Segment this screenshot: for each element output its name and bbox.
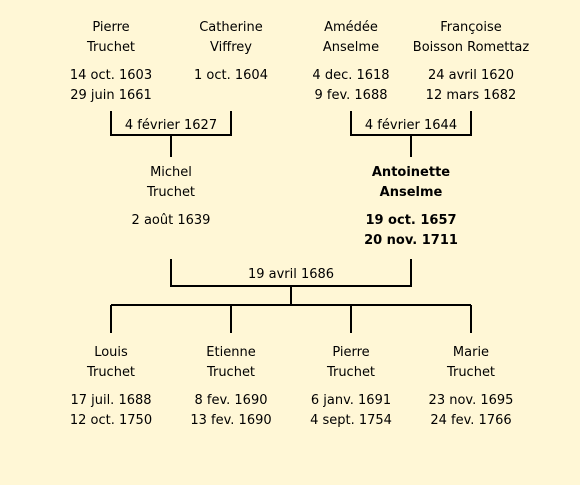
marriage-date-truchet-anselme: 19 avril 1686	[247, 267, 335, 282]
person-death-date: 13 fev. 1690	[190, 413, 272, 428]
person-death-date: 9 fev. 1688	[314, 88, 388, 103]
person-birth-date: 2 août 1639	[131, 213, 211, 228]
person-last-name: Truchet	[146, 185, 196, 200]
person-last-name: Anselme	[322, 40, 380, 55]
person-birth-date: 6 janv. 1691	[310, 393, 392, 408]
person-first-name: Françoise	[440, 20, 502, 35]
person-birth-date: 8 fev. 1690	[194, 393, 268, 408]
person-etienne-truchet: Etienne Truchet 8 fev. 1690 13 fev. 1690	[166, 343, 296, 431]
person-birth-date: 24 avril 1620	[427, 68, 515, 83]
person-birth-date: 14 oct. 1603	[69, 68, 153, 83]
person-first-name: Michel	[150, 165, 192, 180]
person-first-name: Catherine	[199, 20, 263, 35]
person-marie-truchet: Marie Truchet 23 nov. 1695 24 fev. 1766	[406, 343, 536, 431]
connector-michel-antoinette	[170, 259, 412, 305]
person-first-name: Pierre	[92, 20, 130, 35]
person-death-date: 24 fev. 1766	[430, 413, 512, 428]
person-first-name: Etienne	[206, 345, 256, 360]
person-last-name: Truchet	[326, 365, 376, 380]
person-death-date: 12 mars 1682	[425, 88, 517, 103]
person-francoise-boisson-romettaz: Françoise Boisson Romettaz 24 avril 1620…	[406, 18, 536, 106]
connector-children	[110, 304, 472, 333]
person-death-date: 20 nov. 1711	[364, 233, 458, 248]
person-michel-truchet: Michel Truchet 2 août 1639	[106, 163, 236, 231]
person-death-date: 12 oct. 1750	[69, 413, 153, 428]
person-birth-date: 1 oct. 1604	[194, 68, 268, 83]
person-birth-date: 19 oct. 1657	[365, 213, 457, 228]
person-last-name: Truchet	[446, 365, 496, 380]
person-birth-date: 17 juil. 1688	[70, 393, 152, 408]
person-birth-date: 23 nov. 1695	[428, 393, 514, 408]
person-last-name: Boisson Romettaz	[412, 40, 530, 55]
person-first-name: Louis	[94, 345, 128, 360]
person-louis-truchet: Louis Truchet 17 juil. 1688 12 oct. 1750	[46, 343, 176, 431]
person-catherine-viffrey: Catherine Viffrey 1 oct. 1604	[166, 18, 296, 86]
person-last-name: Truchet	[86, 365, 136, 380]
person-amedee-anselme: Amédée Anselme 4 dec. 1618 9 fev. 1688	[286, 18, 416, 106]
person-first-name: Antoinette	[371, 165, 451, 180]
person-last-name: Truchet	[86, 40, 136, 55]
person-last-name: Viffrey	[210, 40, 252, 55]
person-last-name: Truchet	[206, 365, 256, 380]
marriage-date-anselme-boisson: 4 février 1644	[364, 118, 458, 133]
person-pierre-truchet-senior: Pierre Truchet 14 oct. 1603 29 juin 1661	[46, 18, 176, 106]
connector-anselme-boisson	[350, 111, 472, 157]
person-birth-date: 4 dec. 1618	[312, 68, 390, 83]
marriage-date-truchet-viffrey: 4 février 1627	[124, 118, 218, 133]
person-death-date: 4 sept. 1754	[310, 413, 392, 428]
person-first-name: Amédée	[324, 20, 378, 35]
person-death-date: 29 juin 1661	[70, 88, 152, 103]
person-last-name: Anselme	[379, 185, 443, 200]
person-pierre-truchet-junior: Pierre Truchet 6 janv. 1691 4 sept. 1754	[286, 343, 416, 431]
person-antoinette-anselme: Antoinette Anselme 19 oct. 1657 20 nov. …	[346, 163, 476, 251]
connector-truchet-viffrey	[110, 111, 232, 157]
person-first-name: Marie	[452, 345, 490, 360]
person-first-name: Pierre	[332, 345, 370, 360]
